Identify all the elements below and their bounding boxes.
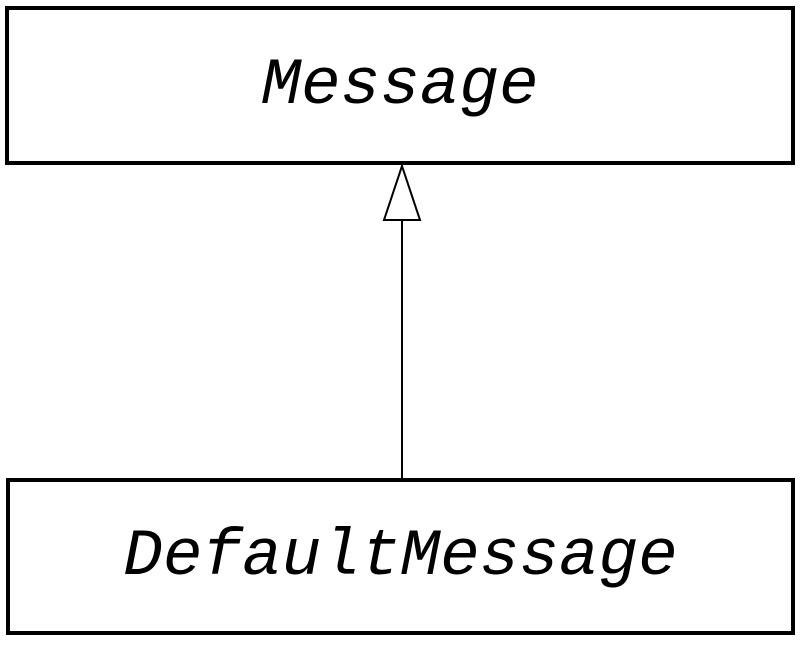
class-name-message: Message xyxy=(261,47,539,123)
generalization-hollow-triangle-arrowhead xyxy=(382,162,422,221)
class-box-defaultmessage[interactable]: DefaultMessage xyxy=(6,478,795,635)
class-box-message[interactable]: Message xyxy=(5,6,795,165)
class-name-defaultmessage: DefaultMessage xyxy=(123,518,678,594)
